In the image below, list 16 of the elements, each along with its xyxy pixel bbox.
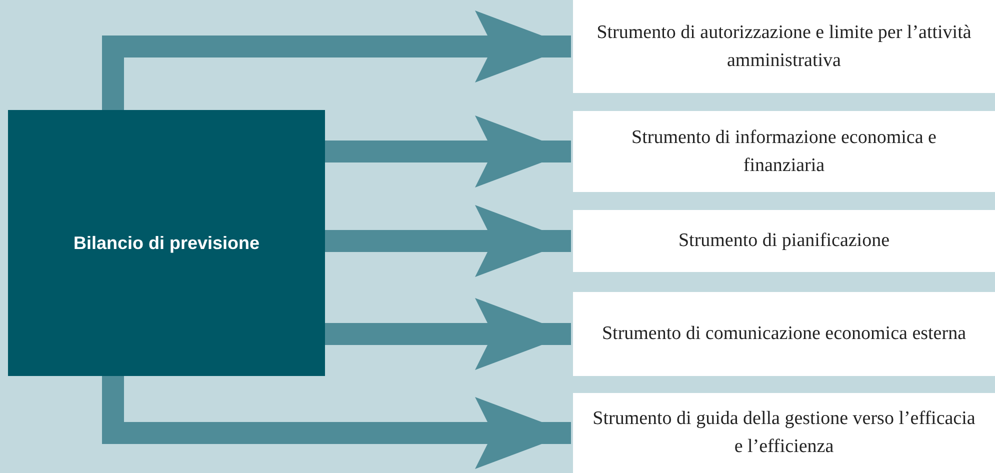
box-label: Strumento di guida della gestione verso l’efficacia e l’efficienza [592,407,976,459]
arrow [325,205,571,277]
box-label: Strumento di pianificazione [678,229,890,253]
box-label: Strumento di autorizzazione e limite per l’attività amministrativa [596,20,972,72]
outcome-box [573,111,995,192]
arrow [325,116,571,188]
outcome-box [573,210,995,272]
outcome-box [573,292,995,376]
box-label: Bilancio di previsione [73,232,260,255]
box-label: Strumento di informazione economica e finanziaria [630,126,938,178]
arrow [102,376,571,469]
outcome-box [573,0,995,93]
main-box [8,110,325,376]
outcome-box [573,393,995,473]
arrow [325,298,571,370]
box-label: Strumento di comunicazione economica esterna [602,322,966,346]
